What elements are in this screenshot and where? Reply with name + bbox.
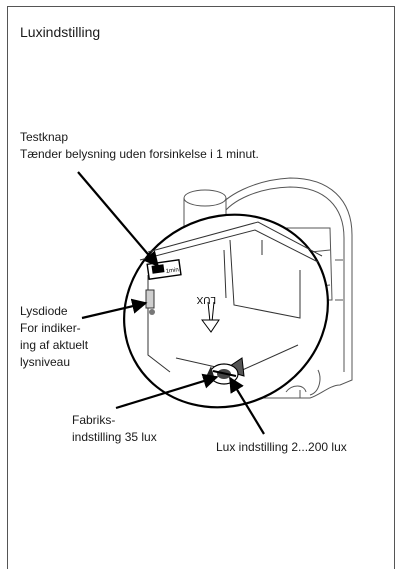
label-testknap-desc: Tænder belysning uden forsinkelse i 1 mi… <box>20 147 259 161</box>
label-fabrik-line1: Fabriks- <box>72 413 116 427</box>
arrow-testknap <box>77 171 159 268</box>
label-lux-setting: Lux indstilling 2...200 lux <box>216 440 347 454</box>
label-lysdiode-title: Lysdiode <box>20 304 68 318</box>
label-lysdiode-line3: lysniveau <box>20 355 71 369</box>
label-testknap-title: Testknap <box>20 130 69 144</box>
arrow-fabrik <box>115 373 219 410</box>
document-frame <box>7 6 395 569</box>
label-fabrik-line2: indstilling 35 lux <box>72 430 157 444</box>
panel-lux-label: LUX <box>196 294 216 305</box>
arrow-lux <box>229 376 265 435</box>
hollow-arrow-icon <box>201 301 220 333</box>
arrow-lysdiode <box>81 298 148 320</box>
page-title: Luxindstilling <box>20 24 101 40</box>
led-indicator <box>145 289 155 315</box>
label-lysdiode-line1: For indiker- <box>20 321 81 335</box>
label-lysdiode-line2: ing af aktuelt <box>20 338 89 352</box>
test-button-text: 1min <box>165 267 179 275</box>
leader-arrows <box>77 171 265 435</box>
